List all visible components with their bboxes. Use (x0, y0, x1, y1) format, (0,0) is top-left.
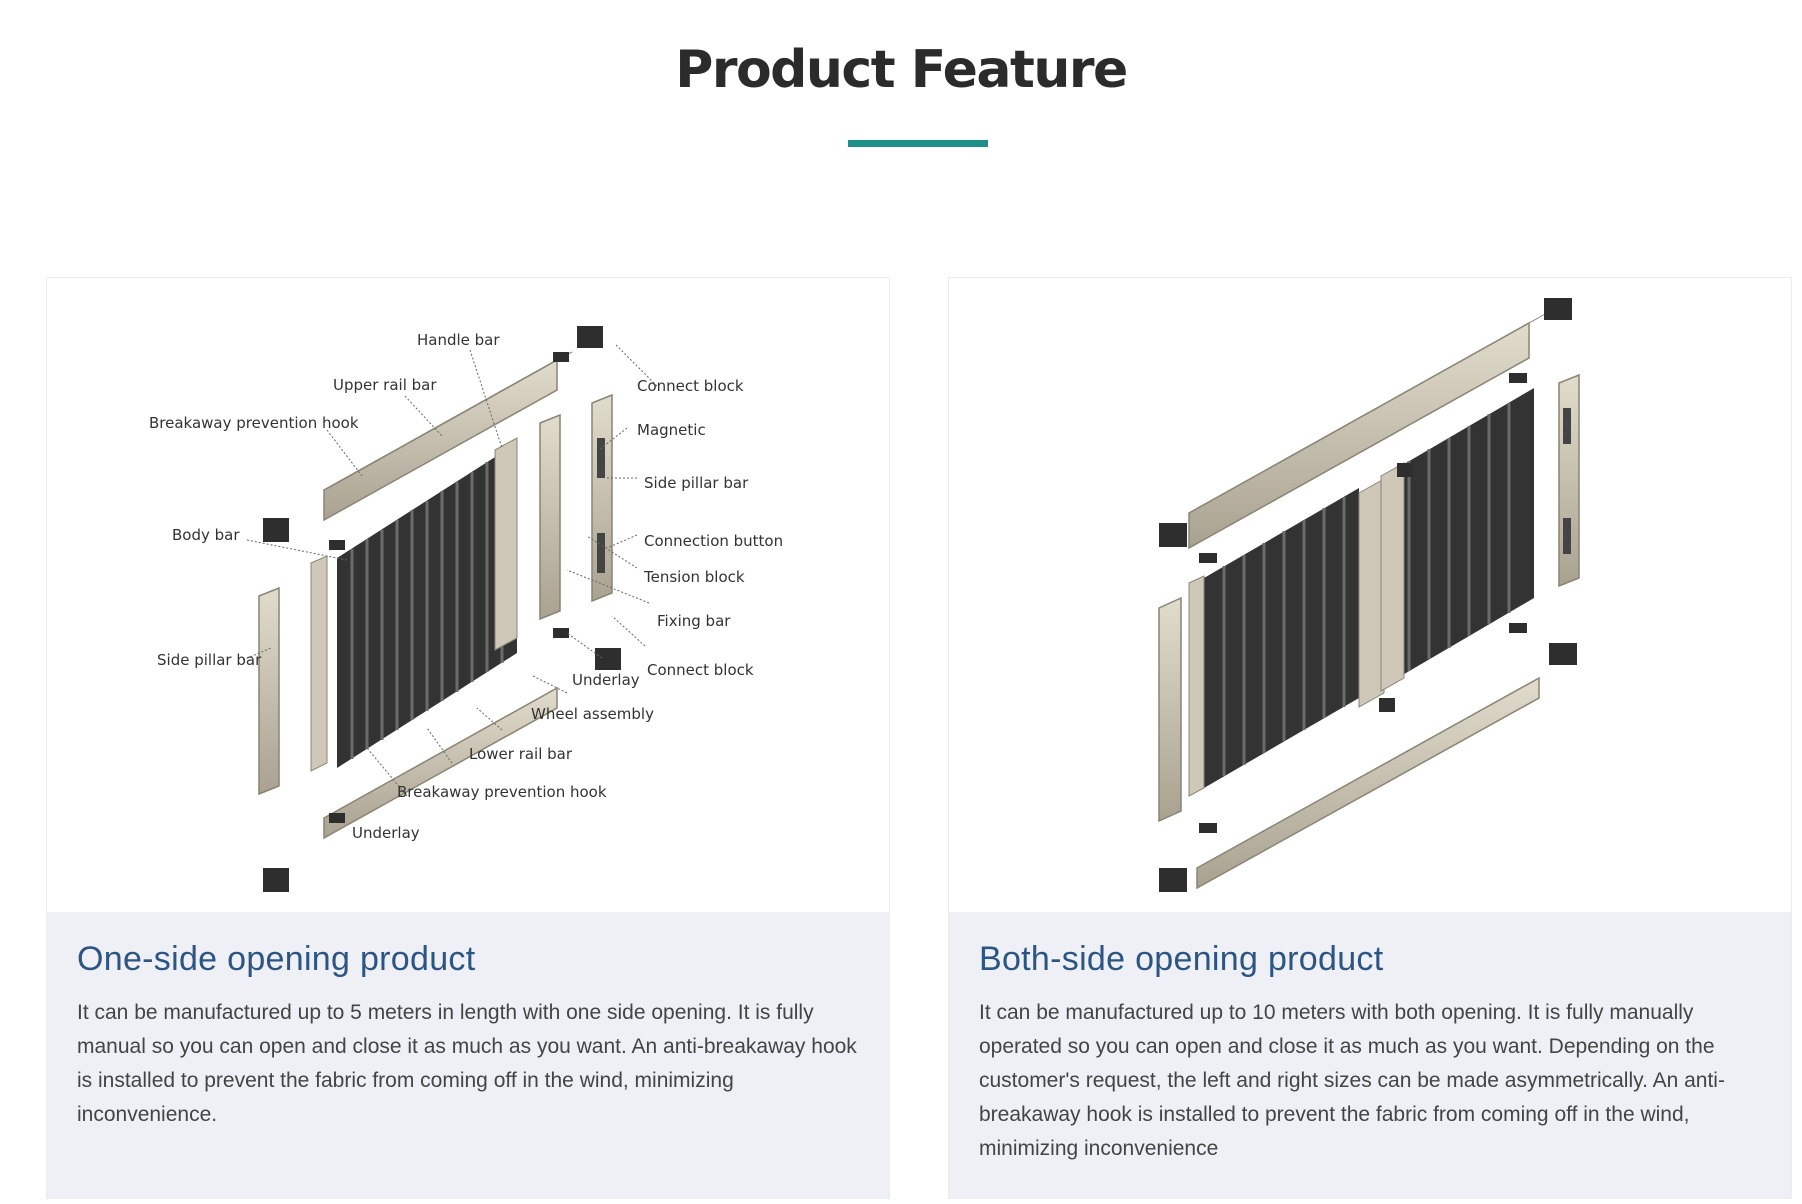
label-tension-block: Tension block (643, 568, 745, 586)
both-side-description: It can be manufactured up to 10 meters w… (979, 1001, 1725, 1160)
one-side-description: It can be manufactured up to 5 meters in… (77, 1001, 857, 1126)
label-underlay-mid: Underlay (572, 671, 640, 689)
product-card-both-side[interactable]: Both-side opening product It can be manu… (948, 277, 1792, 1199)
label-side-pillar-bar-right: Side pillar bar (644, 474, 749, 492)
label-breakaway-hook-top: Breakaway prevention hook (149, 414, 359, 432)
label-connect-block-bottom: Connect block (647, 661, 754, 679)
label-magnetic: Magnetic (637, 421, 706, 439)
one-side-title: One-side opening product (77, 940, 476, 978)
label-upper-rail-bar: Upper rail bar (333, 376, 437, 394)
both-side-title: Both-side opening product (979, 940, 1384, 978)
label-breakaway-hook-bottom: Breakaway prevention hook (397, 783, 607, 801)
label-wheel-assembly: Wheel assembly (531, 705, 654, 723)
label-side-pillar-bar-left: Side pillar bar (157, 651, 262, 669)
label-connection-button: Connection button (644, 532, 783, 550)
one-side-caption: One-side opening product It can be manuf… (47, 912, 889, 1198)
label-connect-block-top: Connect block (637, 377, 744, 395)
page-title: Product Feature (675, 40, 1128, 100)
one-side-diagram: Handle bar Upper rail bar Breakaway prev… (47, 278, 889, 912)
label-lower-rail-bar: Lower rail bar (469, 745, 573, 763)
both-side-diagram (949, 278, 1791, 912)
title-underline (848, 140, 988, 147)
label-underlay-bottom: Underlay (352, 824, 420, 842)
both-side-caption: Both-side opening product It can be manu… (949, 912, 1791, 1198)
label-handle-bar: Handle bar (417, 331, 500, 349)
product-card-one-side[interactable]: Handle bar Upper rail bar Breakaway prev… (46, 277, 890, 1199)
label-fixing-bar: Fixing bar (657, 612, 731, 630)
label-body-bar: Body bar (172, 526, 240, 544)
